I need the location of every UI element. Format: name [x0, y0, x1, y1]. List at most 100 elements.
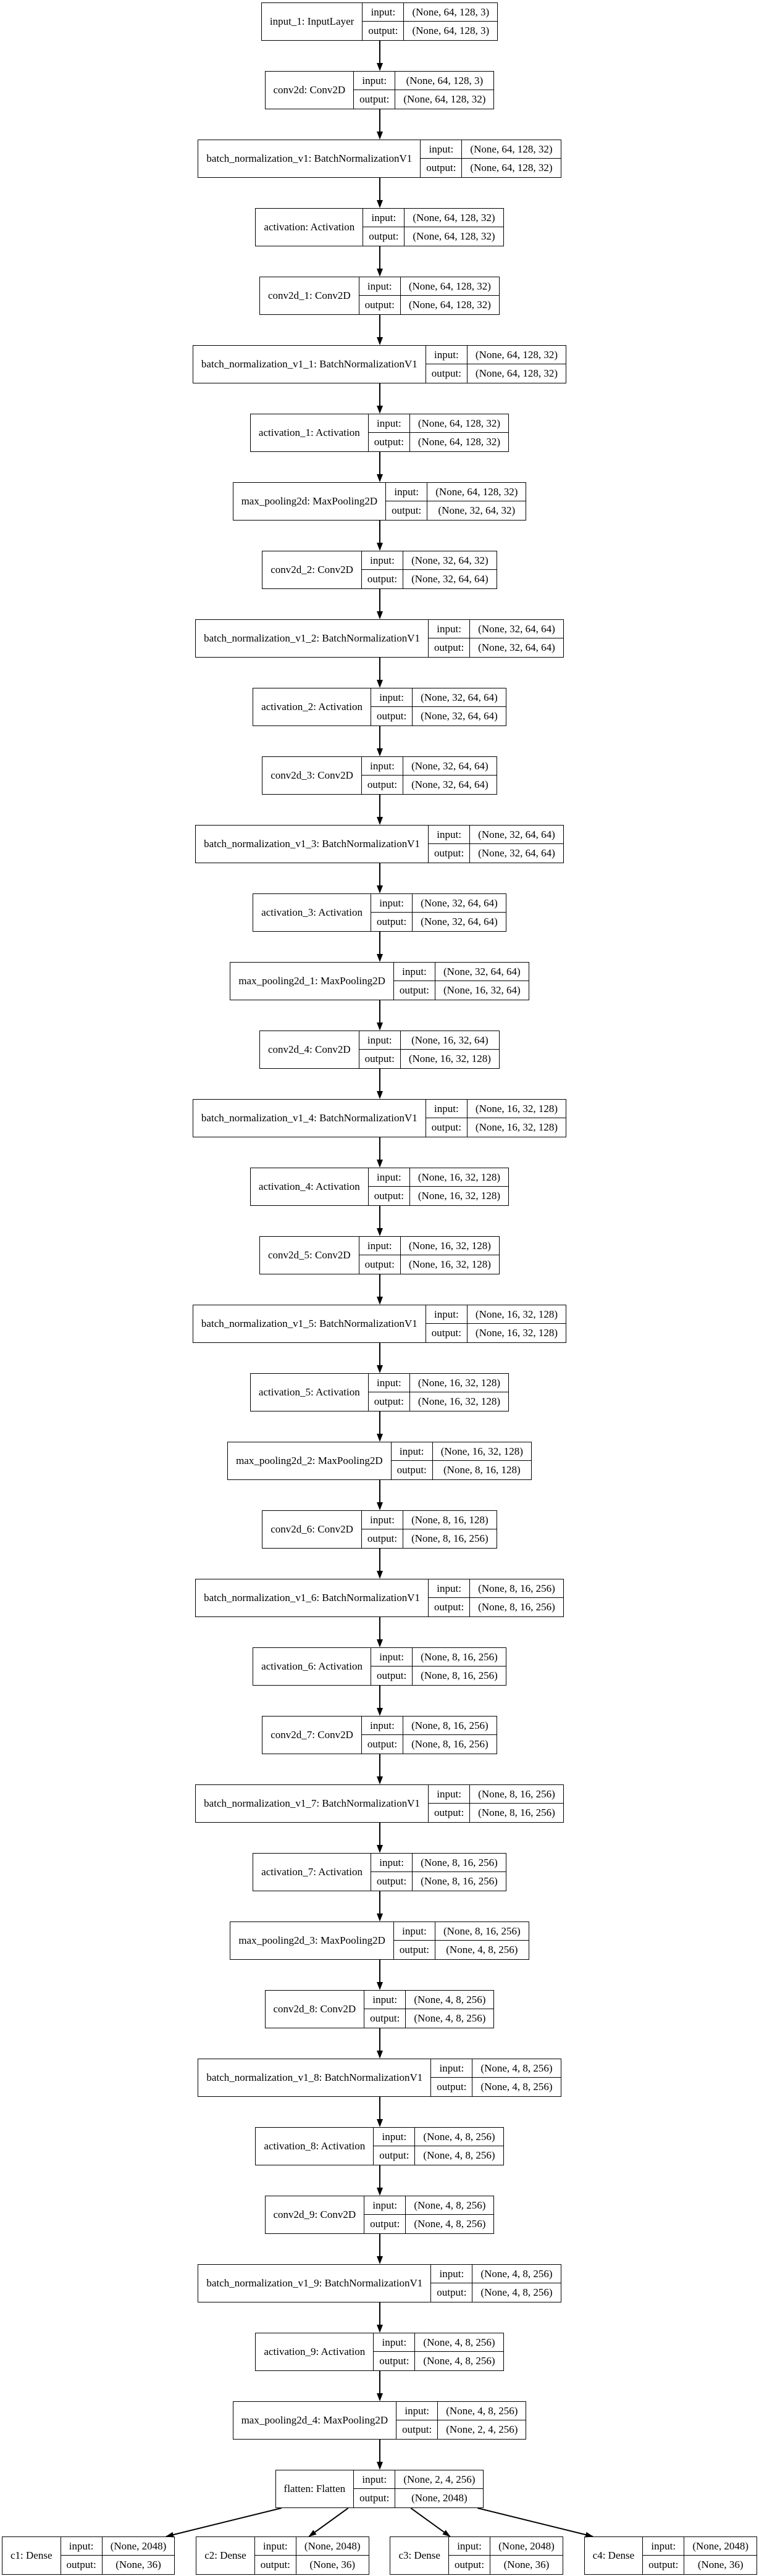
input-shape: (None, 4, 8, 256) — [406, 1991, 494, 2009]
output-shape: (None, 16, 32, 128) — [417, 1190, 501, 1202]
output-label: output: — [386, 501, 428, 520]
input-shape: (None, 64, 128, 32) — [400, 277, 499, 296]
output-label: output: — [394, 981, 436, 1000]
input-label: input: — [359, 277, 401, 296]
layer-node-activation-4: activation_4: Activation input: (None, 1… — [250, 1168, 509, 1206]
input-shape: (None, 8, 16, 256) — [470, 1785, 563, 1804]
edge-line — [379, 1343, 380, 1365]
input-shape: (None, 4, 8, 256) — [472, 2059, 561, 2078]
input-shape: (None, 64, 128, 32) — [409, 414, 509, 433]
edge-arrow — [376, 1549, 383, 1579]
output-shape: (None, 36) — [309, 2559, 356, 2570]
input-label: input: — [359, 1031, 401, 1050]
input-shape: (None, 16, 32, 128) — [409, 1168, 509, 1187]
output-shape: (None, 32, 64, 64) — [411, 573, 489, 585]
edge-arrowhead-icon — [376, 1228, 383, 1236]
output-label: output: — [371, 707, 413, 726]
input-shape: (None, 16, 32, 128) — [400, 1237, 499, 1255]
layer-name-label: conv2d_5: Conv2D — [260, 1237, 359, 1274]
layer-name-label: batch_normalization_v1_9: BatchNormaliza… — [198, 2265, 432, 2302]
edge-line — [379, 1274, 380, 1297]
edge-arrow — [376, 726, 383, 756]
edge-arrowhead-icon — [376, 1022, 383, 1031]
output-label: output: — [364, 2215, 406, 2233]
layer-node-activation: activation: Activation input: (None, 64,… — [255, 208, 504, 246]
edge-arrow — [376, 1137, 383, 1168]
output-shape: (None, 2, 4, 256) — [446, 2423, 518, 2435]
layer-node-batch-normalization-v1-7: batch_normalization_v1_7: BatchNormaliza… — [195, 1784, 564, 1823]
input-label: input: — [61, 2537, 103, 2556]
output-label: output: — [431, 2283, 473, 2302]
layer-name-label: conv2d_1: Conv2D — [260, 277, 359, 314]
edge-arrowhead-icon — [376, 1365, 383, 1373]
output-label: output: — [354, 90, 396, 109]
layer-name-label: batch_normalization_v1_7: BatchNormaliza… — [196, 1785, 429, 1822]
edge-line — [379, 589, 380, 611]
output-label: output: — [369, 433, 410, 451]
layer-name-label: conv2d_7: Conv2D — [262, 1717, 362, 1754]
edge-line — [379, 1754, 380, 1776]
edge-arrow — [376, 109, 383, 140]
output-shape: (None, 4, 8, 256) — [446, 1944, 518, 1955]
edge-line — [379, 315, 380, 337]
layer-node-conv2d-6: conv2d_6: Conv2D input: (None, 8, 16, 12… — [262, 1510, 497, 1549]
output-label: output: — [392, 1461, 433, 1479]
input-label: input: — [361, 757, 404, 776]
output-label: output: — [426, 364, 468, 383]
edge-arrowhead-icon — [376, 2119, 383, 2127]
output-shape: (None, 4, 8, 256) — [414, 2012, 486, 2024]
edge-arrowhead-icon — [376, 1708, 383, 1716]
edge-arrowhead-icon — [376, 1776, 383, 1784]
output-label: output: — [643, 2556, 685, 2574]
edge-arrowhead-icon — [376, 200, 383, 208]
edge-line — [379, 1686, 380, 1708]
edge-line — [379, 178, 380, 200]
input-shape: (None, 64, 128, 32) — [462, 140, 561, 159]
layer-name-label: conv2d: Conv2D — [266, 72, 354, 109]
input-label: input: — [643, 2537, 685, 2556]
edge-arrow — [376, 178, 383, 208]
edge-line — [379, 2097, 380, 2119]
output-heads-row: c1: Dense input: (None, 2048) output: (N… — [0, 2536, 759, 2576]
layer-name-label: activation_7: Activation — [253, 1854, 371, 1891]
input-label: input: — [361, 1717, 404, 1735]
layer-node-conv2d-3: conv2d_3: Conv2D input: (None, 32, 64, 6… — [262, 756, 497, 795]
layer-name-label: batch_normalization_v1_6: BatchNormaliza… — [196, 1579, 429, 1616]
edge-line — [379, 1206, 380, 1228]
layer-name-label: conv2d_3: Conv2D — [262, 757, 362, 794]
input-label: input: — [371, 688, 413, 707]
edge-line — [379, 452, 380, 474]
input-shape: (None, 4, 8, 256) — [415, 2128, 503, 2146]
output-shape: (None, 64, 128, 32) — [413, 230, 495, 242]
edge-arrowhead-icon — [376, 543, 383, 551]
output-shape: (None, 16, 32, 128) — [408, 1053, 491, 1064]
input-label: input: — [448, 2537, 491, 2556]
input-label: input: — [374, 2128, 416, 2146]
layer-node-input-1: input_1: InputLayer input: (None, 64, 12… — [261, 2, 498, 41]
output-label: output: — [362, 1529, 404, 1548]
input-shape: (None, 4, 8, 256) — [438, 2402, 526, 2420]
input-label: input: — [393, 1922, 436, 1941]
edge-arrowhead-icon — [376, 269, 383, 277]
layer-node-max-pooling2d-4: max_pooling2d_4: MaxPooling2D input: (No… — [232, 2401, 527, 2440]
input-shape: (None, 8, 16, 256) — [435, 1922, 529, 1941]
edge-arrow — [376, 1069, 383, 1099]
output-label: output: — [362, 570, 404, 588]
edge-arrow — [376, 452, 383, 482]
edge-arrowhead-icon — [376, 1297, 383, 1305]
layer-name-label: conv2d_2: Conv2D — [262, 551, 362, 588]
edge-arrowhead-icon — [376, 2051, 383, 2059]
output-shape: (None, 2048) — [411, 2492, 468, 2504]
edge-arrow — [376, 1206, 383, 1236]
output-label: output: — [421, 159, 463, 177]
input-label: input: — [429, 1579, 471, 1598]
layer-name-label: c3: Dense — [390, 2537, 449, 2574]
layer-node-conv2d-8: conv2d_8: Conv2D input: (None, 4, 8, 256… — [264, 1990, 495, 2028]
layer-node-max-pooling2d-1: max_pooling2d_1: MaxPooling2D input: (No… — [230, 962, 529, 1000]
output-label: output: — [369, 1187, 410, 1205]
edge-line — [379, 2440, 380, 2462]
layer-node-activation-2: activation_2: Activation input: (None, 3… — [253, 688, 506, 726]
input-label: input: — [391, 1442, 433, 1461]
output-label: output: — [429, 844, 471, 863]
